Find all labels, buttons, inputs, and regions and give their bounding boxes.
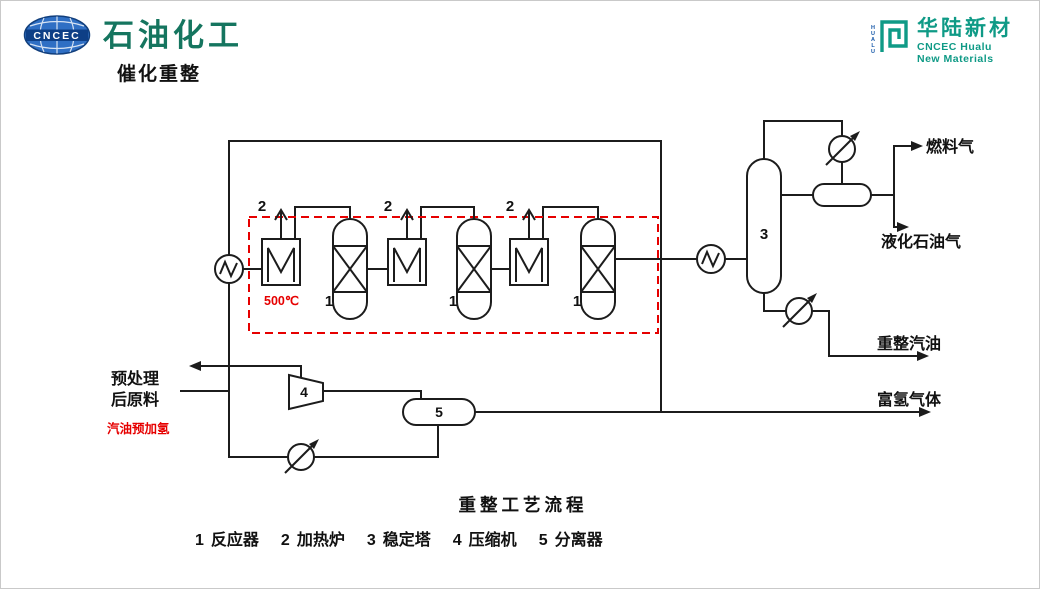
- separator-number: 5: [435, 404, 443, 420]
- legend-item-furnace: 2 加热炉: [281, 526, 345, 550]
- legend-item-separator: 5 分离器: [539, 526, 603, 550]
- legend-name: 压缩机: [468, 532, 517, 549]
- diagram-labels: 2 2 2 1 1 1 3 4 5 预处理 后原料 汽油预加氢 500℃ 燃料气…: [107, 137, 974, 436]
- diagram-caption: 重整工艺流程: [458, 495, 588, 515]
- equipment: [214, 130, 872, 474]
- reformate-arrow: [917, 351, 929, 361]
- flow-arrows: [189, 141, 931, 417]
- brand-right: HUALU 华陆新材 CNCEC Hualu New Materials: [869, 17, 1013, 65]
- reactor-3-number: 1: [573, 293, 581, 310]
- drum-outlet-lines: [870, 145, 916, 228]
- furnace-2-number: 2: [384, 198, 392, 215]
- reformate-cooler-icon: [782, 292, 818, 328]
- furnace-1-number: 2: [258, 198, 266, 215]
- reactor-1-number: 1: [325, 293, 333, 310]
- feed-label-line2: 后原料: [111, 390, 159, 409]
- lpg-arrow: [897, 222, 909, 232]
- legend-name: 加热炉: [296, 532, 345, 549]
- reactor-1-icon: [332, 206, 368, 320]
- reformate-label: 重整汽油: [877, 334, 941, 353]
- reactor-2-icon: [456, 206, 492, 320]
- cncec-logo-icon: CNCEC: [23, 15, 91, 55]
- effluent-cooler-icon: [284, 438, 320, 474]
- recycle-arrow: [189, 361, 201, 371]
- heat-exchanger-1-icon: [214, 254, 244, 284]
- page-title: 催化重整: [117, 64, 202, 85]
- heat-exchanger-2-icon: [696, 244, 726, 274]
- recycle-line: [200, 365, 302, 379]
- stabilizer-column-icon: [746, 158, 782, 294]
- overhead-condenser-icon: [825, 130, 861, 166]
- legend-item-stabilizer: 3 稳定塔: [367, 526, 431, 550]
- hydrogen-gas-label: 富氢气体: [877, 390, 942, 409]
- compressor-number: 4: [300, 384, 308, 400]
- stabilizer-number: 3: [760, 226, 768, 243]
- separator-to-compressor-line: [323, 390, 422, 400]
- legend-name: 分离器: [554, 532, 603, 549]
- reactor-2-number: 1: [449, 293, 457, 310]
- main-loop-line: [228, 140, 439, 458]
- feed-note-red: 汽油预加氢: [107, 421, 170, 436]
- legend-name: 稳定塔: [382, 532, 431, 549]
- legend-name: 反应器: [210, 532, 259, 549]
- hualu-sub-line1: CNCEC Hualu: [917, 41, 992, 54]
- legend-num: 3: [366, 532, 376, 549]
- compressor-icon: [288, 373, 324, 411]
- hualu-name: 华陆新材: [917, 17, 1013, 40]
- furnace-3-number: 2: [506, 198, 514, 215]
- legend-item-reactor: 1 反应器: [195, 526, 259, 550]
- hualu-logo-icon: HUALU: [870, 20, 908, 55]
- brand-title: 石油化工: [103, 17, 243, 53]
- lpg-label: 液化石油气: [881, 232, 961, 251]
- legend-num: 2: [280, 532, 290, 549]
- column-overhead-line: [763, 120, 843, 160]
- reformate-line: [763, 292, 922, 357]
- hualu-vertical-text: HUALU: [870, 25, 876, 55]
- fuel-gas-arrow: [911, 141, 923, 151]
- brand-left: CNCEC 石油化工: [23, 15, 243, 55]
- reflux-drum-icon: [812, 183, 872, 207]
- temperature-label: 500℃: [264, 294, 299, 308]
- cncec-logo-text: CNCEC: [33, 30, 80, 42]
- feed-label-line1: 预处理: [111, 369, 159, 388]
- fuel-gas-label: 燃料气: [926, 137, 974, 156]
- hualu-sub-line2: New Materials: [917, 53, 994, 66]
- reactor-3-icon: [580, 206, 616, 320]
- equipment-legend: 1 反应器 2 加热炉 3 稳定塔 4 压缩机 5 分离器: [195, 526, 603, 550]
- legend-num: 4: [452, 532, 462, 549]
- hydrogen-gas-arrow: [919, 407, 931, 417]
- separator-drum-icon: [402, 398, 476, 426]
- hualu-spiral-mark: [880, 20, 908, 52]
- legend-num: 5: [538, 532, 548, 549]
- legend-num: 1: [195, 532, 204, 549]
- legend-item-compressor: 4 压缩机: [453, 526, 517, 550]
- highlight-dashed-box: [248, 216, 659, 334]
